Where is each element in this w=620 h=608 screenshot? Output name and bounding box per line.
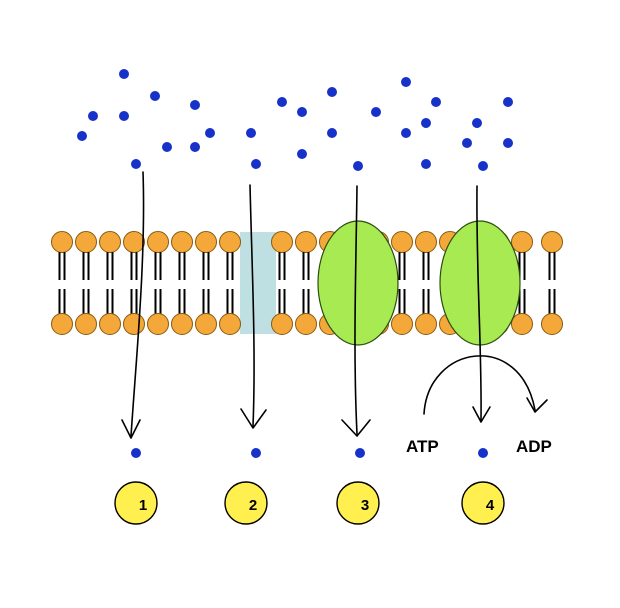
particle-26	[462, 138, 472, 148]
arrow-head-2	[240, 408, 267, 429]
marker-label: 2	[249, 497, 257, 514]
particle-31	[251, 448, 261, 458]
particle-5	[119, 111, 129, 121]
marker-label: 1	[139, 497, 147, 514]
particle-29	[478, 161, 488, 171]
particle-9	[190, 142, 200, 152]
particle-10	[131, 159, 141, 169]
particle-14	[297, 107, 307, 117]
atp-label: ATP	[406, 437, 439, 456]
arrow-path-2	[249, 184, 255, 427]
phospholipid-20	[541, 231, 563, 335]
phospholipid-15	[415, 231, 437, 335]
marker-1: 1	[114, 481, 158, 525]
particle-8	[162, 142, 172, 152]
particle-25	[472, 118, 482, 128]
particle-15	[327, 87, 337, 97]
particle-32	[355, 448, 365, 458]
arrow-path-3	[354, 185, 358, 435]
marker-3: 3	[336, 481, 380, 525]
particle-23	[401, 128, 411, 138]
particle-20	[401, 77, 411, 87]
marker-label: 4	[486, 497, 495, 514]
arrow-head-1	[121, 419, 141, 439]
particle-24	[421, 159, 431, 169]
phospholipid-3	[99, 231, 121, 335]
carrier-protein-3	[317, 220, 399, 346]
phospholipid-7	[195, 231, 217, 335]
particle-3	[190, 100, 200, 110]
marker-circle	[224, 481, 268, 525]
marker-circle	[114, 481, 158, 525]
arrow-path-4	[476, 185, 482, 421]
phospholipid-8	[219, 231, 241, 335]
particle-19	[371, 107, 381, 117]
solute-particles	[77, 69, 513, 458]
particle-33	[478, 448, 488, 458]
particle-11	[246, 128, 256, 138]
phospholipid-5	[147, 231, 169, 335]
phospholipid-1	[51, 231, 73, 335]
particle-22	[421, 118, 431, 128]
particle-18	[353, 161, 363, 171]
particle-7	[77, 131, 87, 141]
particle-27	[503, 97, 513, 107]
particle-2	[150, 91, 160, 101]
marker-circle	[336, 481, 380, 525]
energy-arrow-head	[526, 397, 548, 413]
phospholipid-10	[295, 231, 317, 335]
particle-13	[277, 97, 287, 107]
arrow-head-3	[341, 419, 371, 437]
energy-arrow	[423, 355, 536, 415]
transport-arrows	[121, 171, 548, 439]
marker-circle	[461, 481, 505, 525]
channel-protein	[240, 232, 276, 334]
phospholipid-6	[171, 231, 193, 335]
marker-4: 4	[461, 481, 505, 525]
particle-4	[88, 111, 98, 121]
particle-1	[119, 69, 129, 79]
arrow-head-4	[472, 406, 491, 423]
particle-21	[431, 97, 441, 107]
particle-6	[205, 128, 215, 138]
particle-30	[131, 448, 141, 458]
marker-label: 3	[361, 497, 369, 514]
particle-12	[251, 159, 261, 169]
particle-28	[503, 138, 513, 148]
adp-label: ADP	[516, 437, 552, 456]
marker-2: 2	[224, 481, 268, 525]
particle-16	[327, 128, 337, 138]
particle-17	[297, 149, 307, 159]
phospholipid-2	[75, 231, 97, 335]
arrow-path-1	[130, 171, 145, 437]
